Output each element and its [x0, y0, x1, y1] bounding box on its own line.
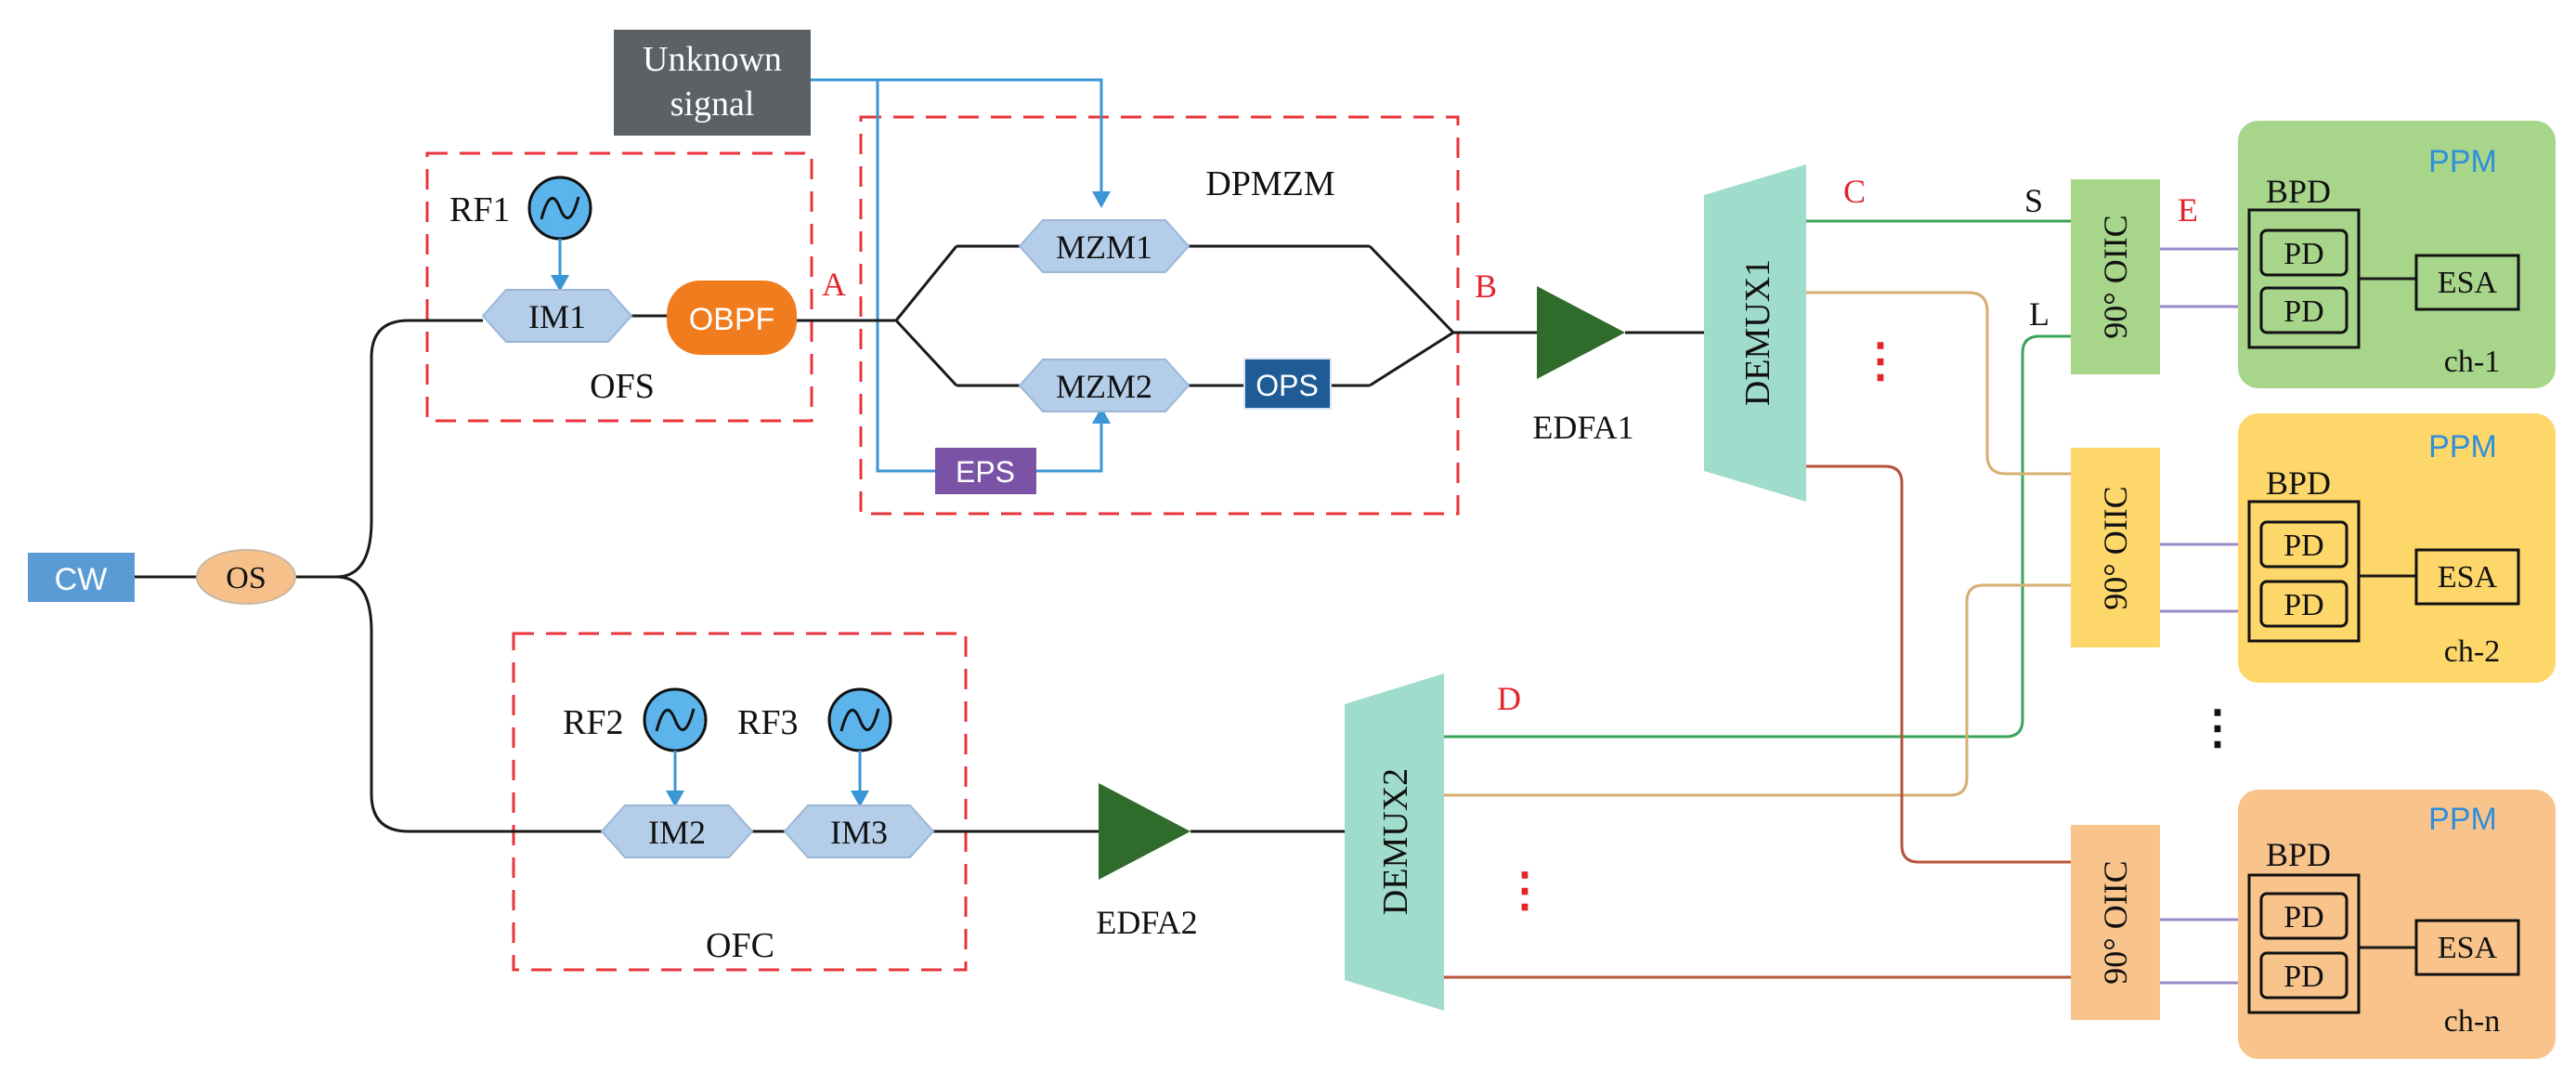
eps-label: EPS — [956, 455, 1015, 489]
im3-modulator — [783, 804, 935, 858]
ops-shifter — [1243, 358, 1332, 410]
im3-label: IM3 — [830, 814, 888, 851]
rf3-sine-icon — [839, 708, 880, 732]
bpd-n-box — [2247, 873, 2361, 1014]
pd-1a — [2259, 229, 2348, 277]
demux2-label: DEMUX2 — [1376, 768, 1415, 915]
pd-2a — [2259, 520, 2348, 569]
pd-nb — [2259, 951, 2348, 1000]
im1-modulator — [481, 289, 633, 343]
optical-splitter — [196, 549, 296, 605]
im2-modulator — [600, 804, 754, 858]
point-a-label: A — [822, 266, 846, 303]
bpd-2-label: BPD — [2266, 464, 2331, 502]
pd-na — [2259, 892, 2348, 940]
ops-label: OPS — [1255, 369, 1319, 402]
demux1-label: DEMUX1 — [1738, 259, 1777, 406]
pd-1a-label: PD — [2283, 237, 2323, 271]
oiic-n — [2071, 825, 2160, 1020]
port-l-label: L — [2029, 295, 2049, 333]
cw-label: CW — [55, 562, 108, 597]
channel-n: 90° OIIC PPM BPD PD PD ESA ch-n — [2071, 790, 2556, 1059]
port-s-label: S — [2024, 182, 2043, 219]
bpd-n-label: BPD — [2266, 836, 2331, 873]
pd-2b — [2259, 580, 2348, 628]
channels-ellipsis: ⋮ — [2194, 701, 2241, 753]
channel-2: 90° OIIC PPM BPD PD PD ESA ch-2 — [2071, 413, 2556, 683]
demux1 — [1704, 164, 1806, 502]
rf1-sine-icon — [540, 196, 580, 220]
ch-2-label: ch-2 — [2444, 634, 2500, 669]
mzm2-label: MZM2 — [1056, 368, 1152, 405]
optical-fibers — [135, 244, 1704, 833]
pd-1b-label: PD — [2283, 294, 2323, 329]
ppm-1-panel — [2238, 121, 2556, 388]
edfa1-label: EDFA1 — [1532, 409, 1633, 446]
point-b-label: B — [1475, 268, 1497, 305]
im2-label: IM2 — [648, 814, 706, 851]
rf2-label: RF2 — [563, 703, 623, 742]
bpd-1-label: BPD — [2266, 173, 2331, 210]
cw-laser — [28, 553, 135, 602]
ofs-label: OFS — [590, 367, 655, 406]
mzm1-label: MZM1 — [1056, 229, 1152, 266]
rf2-sine-icon — [655, 708, 696, 732]
demux2-ellipsis: ⋮ — [1502, 864, 1548, 916]
pd-2a-label: PD — [2283, 529, 2323, 563]
point-e-label: E — [2178, 191, 2198, 229]
oiic-2-label: 90° OIIC — [2097, 486, 2134, 609]
ofc-label: OFC — [706, 926, 774, 965]
ofs-group-box — [425, 151, 813, 423]
channel-links — [1444, 219, 2261, 985]
esa-1-label: ESA — [2438, 266, 2498, 300]
ppm-1-label: PPM — [2428, 144, 2497, 179]
pd-nb-label: PD — [2283, 960, 2323, 994]
oiic-2 — [2071, 448, 2160, 647]
ppm-2-label: PPM — [2428, 429, 2497, 464]
rf1-label: RF1 — [449, 190, 510, 229]
esa-2-label: ESA — [2438, 560, 2498, 595]
dpmzm-label: DPMZM — [1205, 164, 1334, 203]
ofc-group-box — [512, 632, 968, 972]
demux2 — [1345, 673, 1444, 1011]
pd-2b-label: PD — [2283, 588, 2323, 622]
dpmzm-group-box — [859, 115, 1460, 516]
obpf-filter — [667, 281, 797, 355]
esa-n-label: ESA — [2438, 931, 2498, 965]
channel-1: 90° OIIC PPM BPD PD PD ESA ch-1 — [2071, 121, 2556, 388]
rf3-label: RF3 — [737, 703, 798, 742]
unknown-signal-rf-lines — [811, 78, 1111, 473]
im1-label: IM1 — [528, 298, 586, 335]
ppm-2-panel — [2238, 413, 2556, 683]
obpf-label: OBPF — [689, 302, 775, 337]
oiic-n-label: 90° OIIC — [2097, 860, 2134, 984]
edfa2-label: EDFA2 — [1096, 904, 1197, 941]
esa-n — [2414, 919, 2520, 976]
bpd-2-box — [2247, 500, 2361, 643]
ppm-n-label: PPM — [2428, 802, 2497, 837]
point-d-label: D — [1497, 680, 1521, 717]
edfa1-amplifier — [1537, 286, 1625, 379]
oiic-1-label: 90° OIIC — [2097, 215, 2134, 338]
edfa2-amplifier — [1099, 783, 1190, 880]
ch-n-label: ch-n — [2444, 1004, 2500, 1039]
oiic-1 — [2071, 179, 2160, 374]
esa-2 — [2414, 548, 2520, 606]
os-label: OS — [226, 561, 266, 595]
pd-1b — [2259, 286, 2348, 334]
unknown-signal-label-line1: Unknown — [643, 40, 782, 79]
demux1-ellipsis: ⋮ — [1857, 334, 1904, 386]
ch-1-label: ch-1 — [2444, 345, 2500, 379]
mzm1-modulator — [1018, 219, 1190, 273]
eps-shifter — [935, 448, 1036, 494]
unknown-signal-box — [614, 30, 811, 136]
mzm2-modulator — [1018, 359, 1190, 412]
esa-1 — [2414, 254, 2520, 311]
point-c-label: C — [1843, 173, 1866, 210]
pd-na-label: PD — [2283, 900, 2323, 935]
unknown-signal-label-line2: signal — [670, 85, 755, 124]
ppm-n-panel — [2238, 790, 2556, 1059]
